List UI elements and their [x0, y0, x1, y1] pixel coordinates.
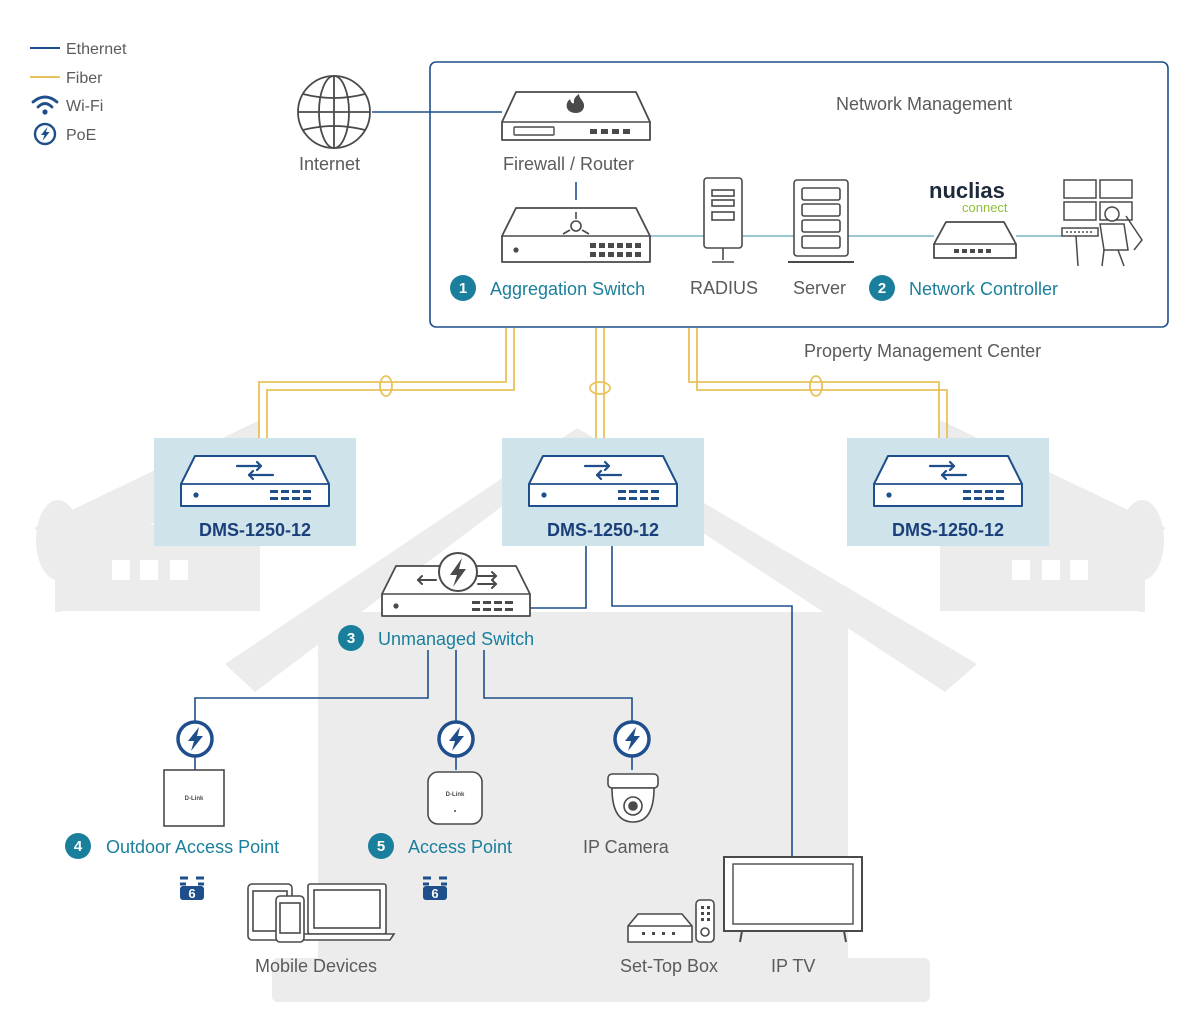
aggregation-switch-label: Aggregation Switch	[490, 279, 645, 299]
ip-tv-label: IP TV	[771, 956, 815, 976]
access-point-label: Access Point	[408, 837, 512, 857]
outdoor-ap-brand: D-Link	[185, 796, 204, 802]
wifi6-number: 6	[431, 886, 438, 901]
ip-tv-device	[723, 856, 863, 943]
firewall-router-device	[501, 91, 651, 141]
network-management-title: Network Management	[836, 94, 1012, 114]
nuclias-logo: nuclias connect	[929, 178, 1008, 215]
unmanaged-switch-device	[381, 552, 531, 617]
badge-4	[65, 833, 91, 859]
firewall-router-label: Firewall / Router	[503, 154, 634, 174]
dms-switch-center: DMS-1250-12	[502, 438, 704, 546]
legend-fiber-label: Fiber	[66, 70, 103, 87]
operator-workstation-icon	[1061, 179, 1143, 267]
mobile-devices-label: Mobile Devices	[255, 956, 377, 976]
legend-ethernet-label: Ethernet	[66, 41, 127, 58]
nuclias-brand: nuclias	[929, 178, 1005, 203]
outdoor-access-point-device: D-Link	[163, 769, 225, 827]
poe-bolt-icon	[438, 552, 478, 592]
aggregation-arrows-icon	[562, 212, 590, 235]
dms-center-label: DMS-1250-12	[547, 520, 659, 540]
legend-poe-label: PoE	[66, 127, 96, 144]
badge-5-number: 5	[377, 838, 385, 855]
property-management-center-label: Property Management Center	[804, 341, 1041, 361]
ethernet-cables	[194, 111, 1062, 858]
aggregation-switch-device	[501, 207, 651, 263]
badge-3	[338, 625, 364, 651]
badge-1-number: 1	[459, 280, 467, 297]
poe-ip-camera-icon	[613, 720, 651, 758]
radius-server-device	[703, 177, 743, 263]
poe-outdoor-ap-icon	[176, 720, 214, 758]
wifi6-icon: 6	[180, 876, 204, 901]
access-point-brand: D-Link	[446, 792, 465, 798]
legend: Ethernet Fiber Wi-Fi PoE	[30, 41, 127, 146]
badge-2-number: 2	[878, 280, 886, 297]
poe-access-point-icon	[437, 720, 475, 758]
badge-4-number: 4	[74, 838, 83, 855]
badge-3-number: 3	[347, 630, 355, 647]
server-label: Server	[793, 278, 846, 298]
globe-icon	[297, 75, 371, 149]
mobile-devices-icon	[247, 883, 396, 943]
internet-label: Internet	[299, 154, 360, 174]
dms-left-label: DMS-1250-12	[199, 520, 311, 540]
nuclias-sub: connect	[962, 200, 1008, 215]
wifi6-icon: 6	[423, 876, 447, 901]
dms-switch-left: DMS-1250-12	[154, 438, 356, 546]
wifi6-number: 6	[188, 886, 195, 901]
switch-arrows-icon	[928, 460, 968, 481]
access-point-device: D-Link	[427, 771, 483, 825]
radius-label: RADIUS	[690, 278, 758, 298]
ip-camera-label: IP Camera	[583, 837, 670, 857]
switch-arrows-icon	[583, 460, 623, 481]
legend-wifi-label: Wi-Fi	[66, 98, 103, 115]
outdoor-access-point-label: Outdoor Access Point	[106, 837, 279, 857]
poe-icon	[33, 122, 57, 146]
fiber-cables	[258, 328, 948, 438]
set-top-box-device	[627, 899, 715, 943]
network-management-panel	[429, 61, 1169, 328]
dms-switch-right: DMS-1250-12	[847, 438, 1049, 546]
server-device	[788, 179, 854, 263]
fire-icon	[566, 94, 585, 113]
wifi-icon	[31, 95, 59, 115]
dms-right-label: DMS-1250-12	[892, 520, 1004, 540]
network-controller-device	[933, 221, 1017, 259]
badge-1	[450, 275, 476, 301]
switch-arrows-icon	[235, 460, 275, 481]
network-controller-label: Network Controller	[909, 279, 1058, 299]
badge-2	[869, 275, 895, 301]
set-top-box-label: Set-Top Box	[620, 956, 718, 976]
badge-5	[368, 833, 394, 859]
unmanaged-switch-label: Unmanaged Switch	[378, 629, 534, 649]
ip-camera-device	[607, 773, 659, 823]
